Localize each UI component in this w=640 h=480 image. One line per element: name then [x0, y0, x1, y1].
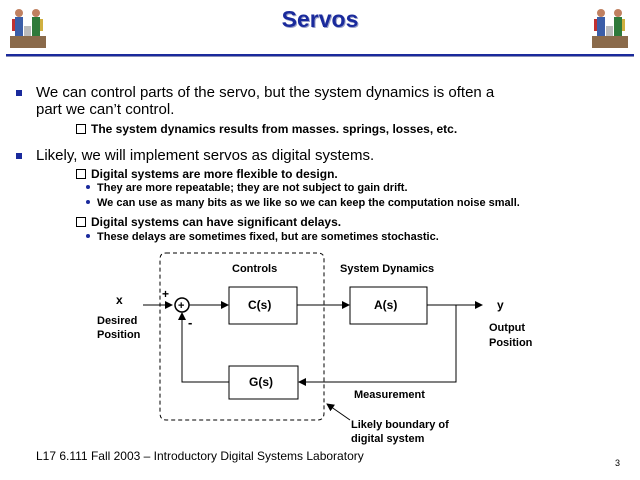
sub-bullet-2-2-text: Digital systems can have significant del…: [91, 215, 342, 229]
output-label-line1: Output: [489, 322, 525, 334]
feedback-to-junction-line: [178, 312, 229, 383]
sub-sub-bullet-2-1-2: We can use as many bits as we like so we…: [86, 197, 520, 210]
sub-sub-bullet-2-1-1-text: They are more repeatable; they are not s…: [97, 182, 408, 194]
hollow-square-icon: [76, 124, 86, 134]
controls-label: Controls: [232, 263, 277, 275]
sub-bullet-2-1: Digital systems are more flexible to des…: [76, 167, 338, 181]
bullet-2: Likely, we will implement servos as digi…: [16, 147, 606, 164]
output-y-label: y: [497, 298, 504, 312]
sub-bullet-1-1: The system dynamics results from masses.…: [76, 122, 457, 136]
sub-sub-bullet-2-1-2-text: We can use as many bits as we like so we…: [97, 197, 520, 209]
summing-junction-symbol: +: [178, 300, 184, 312]
slide-footer: L17 6.111 Fall 2003 – Introductory Digit…: [36, 449, 364, 463]
bullet-2-line-1: Likely, we will implement servos as digi…: [36, 147, 375, 164]
sub-bullet-1-1-text: The system dynamics results from masses.…: [91, 122, 458, 136]
boundary-label-line2: digital system: [351, 433, 425, 445]
dot-bullet-icon: [86, 200, 90, 204]
page-number: 3: [614, 458, 620, 468]
measurement-label: Measurement: [354, 389, 425, 401]
dot-bullet-icon: [86, 185, 90, 189]
dot-bullet-icon: [86, 234, 90, 238]
boundary-pointer-arrow: [326, 403, 351, 421]
sub-sub-bullet-2-2-1: These delays are sometimes fixed, but ar…: [86, 231, 439, 244]
c-block-label: C(s): [248, 298, 271, 312]
hollow-square-icon: [76, 169, 86, 179]
digital-boundary-dashed-box: [159, 252, 325, 421]
sub-bullet-2-1-text: Digital systems are more flexible to des…: [91, 167, 338, 181]
title-divider: [6, 54, 634, 57]
output-label-line2: Position: [489, 337, 533, 349]
desired-label-line2: Position: [97, 329, 141, 341]
feedback-measurement-line: [298, 305, 457, 386]
input-x-label: x: [116, 293, 123, 307]
a-block-label: A(s): [374, 298, 397, 312]
sub-sub-bullet-2-2-1-text: These delays are sometimes fixed, but ar…: [97, 231, 439, 243]
g-block-label: G(s): [249, 375, 273, 389]
slide-title: Servos: [281, 6, 359, 32]
mit-figures-logo-icon: [10, 9, 46, 48]
system-dynamics-label: System Dynamics: [340, 263, 434, 275]
desired-label-line1: Desired: [97, 315, 137, 327]
mit-figures-logo-icon: [592, 9, 628, 48]
minus-sign: -: [188, 315, 192, 330]
bullet-1-line-1: We can control parts of the servo, but t…: [36, 84, 495, 101]
boundary-label-line1: Likely boundary of: [351, 419, 449, 431]
sub-bullet-2-2: Digital systems can have significant del…: [76, 215, 341, 229]
plus-sign: +: [162, 287, 169, 301]
bullet-square-icon: [16, 153, 22, 159]
hollow-square-icon: [76, 217, 86, 227]
bullet-1: We can control parts of the servo, but t…: [16, 84, 606, 118]
sub-sub-bullet-2-1-1: They are more repeatable; they are not s…: [86, 182, 408, 195]
bullet-1-line-2: part we can’t control.: [36, 101, 175, 118]
bullet-square-icon: [16, 90, 22, 96]
